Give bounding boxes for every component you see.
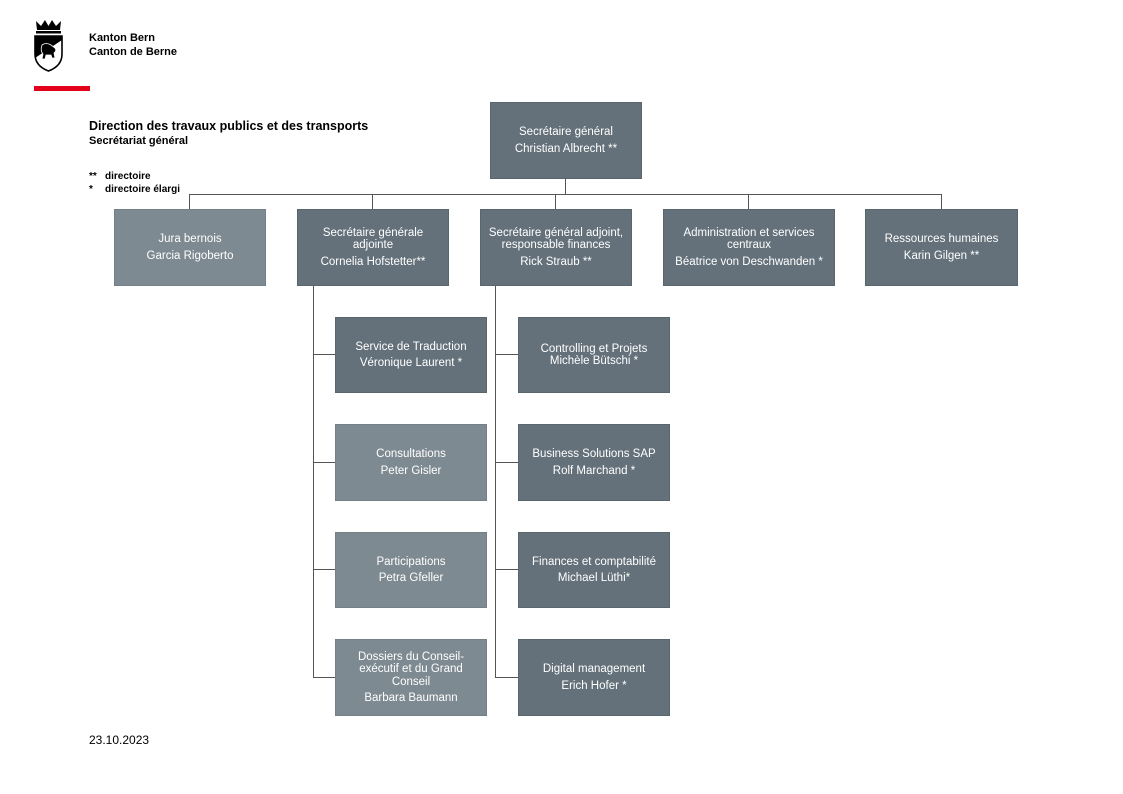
- legend-label: directoire: [105, 171, 151, 182]
- org-box-ressources-humaines: Ressources humaines Karin Gilgen **: [865, 209, 1018, 286]
- coat-of-arms-logo: [33, 18, 64, 72]
- org-role: Service de Traduction: [355, 340, 467, 353]
- org-box-dossiers-conseil: Dossiers du Conseil-exécutif et du Grand…: [335, 639, 487, 716]
- org-box-responsable-finances: Secrétaire général adjoint, responsable …: [480, 209, 632, 286]
- org-role: Secrétaire général adjoint, responsable …: [488, 226, 624, 252]
- org-person: Christian Albrecht **: [514, 142, 618, 155]
- org-role: Ressources humaines: [884, 233, 999, 245]
- org-role: Digital management: [542, 663, 646, 675]
- org-role: Dossiers du Conseil-exécutif et du Grand…: [357, 650, 465, 688]
- org-person: Rick Straub **: [520, 255, 592, 268]
- org-person: Petra Gfeller: [378, 572, 444, 584]
- org-person: Béatrice von Deschwanden *: [675, 255, 823, 268]
- org-box-controlling-projets: Controlling et Projets Michèle Bütschi *: [518, 317, 670, 393]
- legend-item: * directoire élargi: [89, 183, 180, 196]
- legend-item: ** directoire: [89, 170, 180, 183]
- legend: ** directoire * directoire élargi: [89, 170, 180, 196]
- org-role: Participations: [376, 555, 446, 568]
- org-box-finances-comptabilite: Finances et comptabilité Michael Lüthi*: [518, 532, 670, 608]
- org-role: Consultations: [376, 448, 446, 460]
- org-role: Secrétaire générale adjointe: [322, 226, 424, 252]
- org-box-participations: Participations Petra Gfeller: [335, 532, 487, 608]
- org-person: Garcia Rigoberto: [146, 249, 234, 262]
- brand-line-fr: Canton de Berne: [89, 46, 178, 58]
- org-person: Peter Gisler: [380, 464, 442, 477]
- org-person: Michael Lüthi*: [557, 572, 631, 584]
- org-box-digital-management: Digital management Erich Hofer *: [518, 639, 670, 716]
- brand-line-de: Kanton Bern: [89, 32, 155, 44]
- org-box-administration: Administration et services centraux Béat…: [663, 209, 835, 286]
- org-person: Barbara Baumann: [364, 692, 458, 704]
- org-person: Michèle Bütschi *: [549, 355, 639, 367]
- org-box-secretaire-generale-adjointe: Secrétaire générale adjointe Cornelia Ho…: [297, 209, 449, 286]
- org-role: Administration et services centraux: [683, 226, 815, 252]
- org-role: Finances et comptabilité: [531, 555, 656, 568]
- org-box-service-traduction: Service de Traduction Véronique Laurent …: [335, 317, 487, 393]
- date-label: 23.10.2023: [89, 733, 150, 747]
- page-subtitle: Secrétariat général: [89, 135, 189, 147]
- org-role: Secrétaire général: [519, 126, 613, 138]
- org-box-secretaire-general: Secrétaire général Christian Albrecht **: [490, 102, 642, 179]
- org-box-consultations: Consultations Peter Gisler: [335, 424, 487, 501]
- org-role: Controlling et Projets: [540, 342, 648, 355]
- page-title: Direction des travaux publics et des tra…: [89, 119, 369, 133]
- org-person: Véronique Laurent *: [359, 357, 463, 369]
- org-person: Rolf Marchand *: [552, 464, 636, 477]
- accent-bar: [34, 86, 90, 91]
- legend-symbol: **: [89, 171, 97, 182]
- org-box-business-solutions-sap: Business Solutions SAP Rolf Marchand *: [518, 424, 670, 501]
- org-box-jura-bernois: Jura bernois Garcia Rigoberto: [114, 209, 266, 286]
- org-person: Erich Hofer *: [561, 679, 627, 692]
- org-role: Business Solutions SAP: [532, 448, 656, 460]
- org-person: Cornelia Hofstetter**: [320, 255, 426, 268]
- legend-label: directoire élargi: [105, 184, 181, 195]
- org-person: Karin Gilgen **: [903, 249, 980, 262]
- legend-symbol: *: [89, 184, 93, 195]
- brand-name: Kanton Bern Canton de Berne: [89, 31, 177, 59]
- org-role: Jura bernois: [158, 233, 222, 245]
